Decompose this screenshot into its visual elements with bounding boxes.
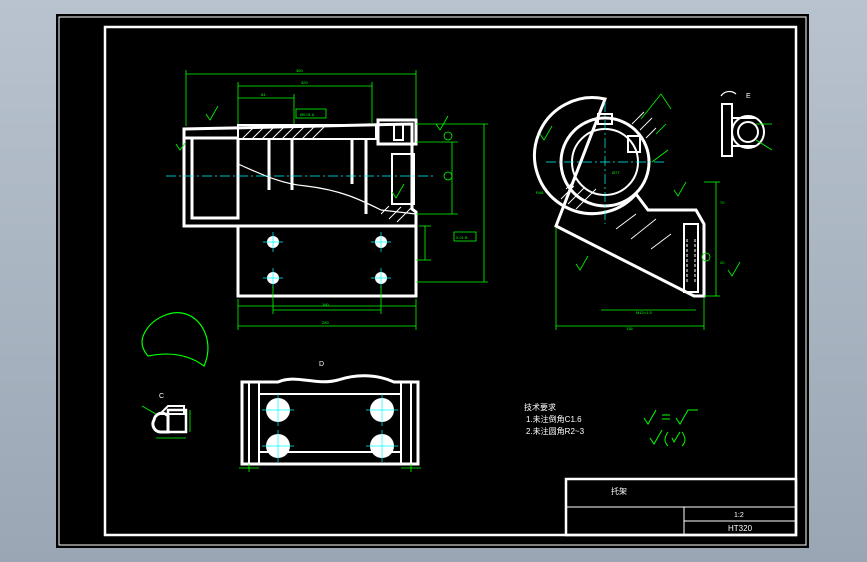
scale-text: 1:2 <box>734 512 744 519</box>
notes-title: 技术要求 <box>524 402 556 412</box>
svg-text:320: 320 <box>301 80 308 85</box>
svg-text:Ø77: Ø77 <box>612 170 620 175</box>
svg-text:70: 70 <box>720 200 725 205</box>
notes-line-2: 2.未注圆角R2~3 <box>526 426 585 436</box>
front-view: 360 320 64 160 280 Ø0.01 A 0.01 B <box>166 68 488 330</box>
detail-e-label: E <box>746 93 751 100</box>
revision-cloud <box>141 312 209 367</box>
section-d-label: D <box>319 361 324 368</box>
svg-text:R48: R48 <box>536 190 544 195</box>
svg-text:Ø0.01 A: Ø0.01 A <box>300 112 315 117</box>
title-block: 托架 1:2 HT320 <box>564 477 798 537</box>
svg-text:160: 160 <box>322 302 329 307</box>
detail-c-label: C <box>159 393 164 400</box>
notes-line-1: 1.未注倒角C1.6 <box>526 414 582 424</box>
cad-viewport[interactable]: 360 320 64 160 280 Ø0.01 A 0.01 B <box>56 14 809 548</box>
outer-frame <box>58 16 807 546</box>
detail-e: E <box>720 90 773 157</box>
svg-text:20: 20 <box>720 260 725 265</box>
part-name: 托架 <box>611 486 627 496</box>
material-text: HT320 <box>728 524 753 533</box>
svg-text:360: 360 <box>296 68 303 73</box>
detail-c: C <box>141 393 191 439</box>
engineering-drawing: 360 320 64 160 280 Ø0.01 A 0.01 B <box>58 16 807 546</box>
section-d: D <box>239 361 421 472</box>
svg-text:M12×1.5: M12×1.5 <box>636 310 652 315</box>
svg-text:136: 136 <box>626 326 633 331</box>
technical-notes: 技术要求 1.未注倒角C1.6 2.未注圆角R2~3 <box>524 402 585 436</box>
roughness-legend <box>643 409 698 447</box>
svg-text:280: 280 <box>322 320 329 325</box>
inner-frame <box>103 25 798 537</box>
svg-text:64: 64 <box>261 92 266 97</box>
svg-text:0.01 B: 0.01 B <box>456 235 468 240</box>
